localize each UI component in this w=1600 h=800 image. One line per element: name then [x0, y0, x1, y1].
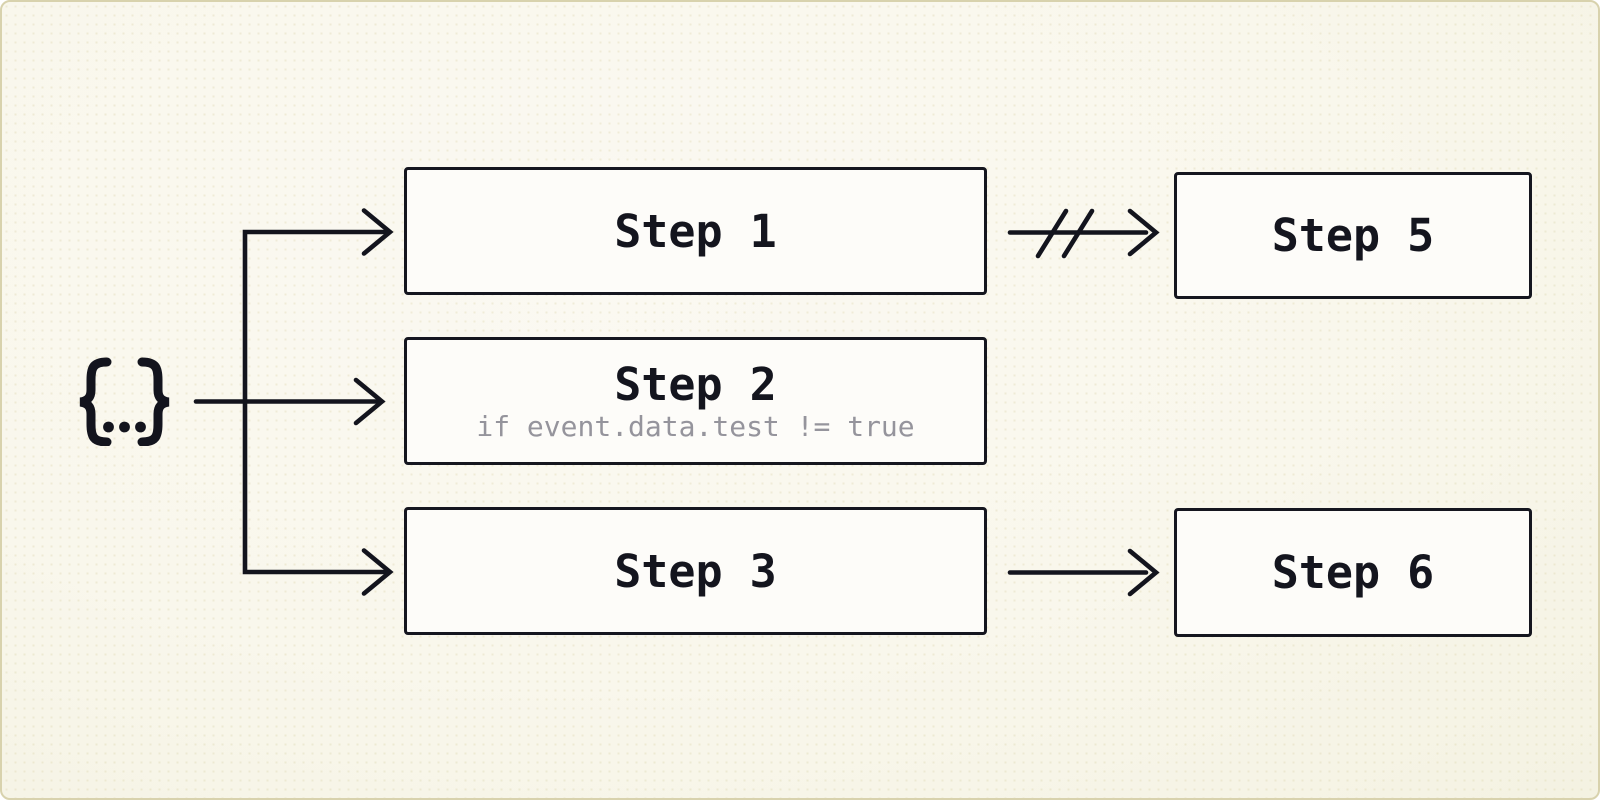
- node-step-5: Step 5: [1174, 172, 1532, 299]
- ellipsis-dot-icon: [119, 421, 130, 433]
- node-title: Step 6: [1271, 546, 1435, 599]
- arrowhead-step5-icon: [1127, 208, 1160, 257]
- connector-step3-step6: [1007, 548, 1160, 597]
- arrowhead-step6-icon: [1127, 548, 1160, 597]
- node-title: Step 1: [614, 204, 777, 258]
- break-slash-2-icon: [1061, 208, 1095, 259]
- node-step-3: Step 3: [404, 507, 987, 635]
- left-brace-icon: [79, 357, 112, 446]
- node-title: Step 2: [614, 357, 777, 411]
- ellipsis-dot-icon: [103, 421, 114, 433]
- ellipsis-dot-icon: [135, 421, 146, 433]
- node-step-2: Step 2 if event.data.test != true: [404, 337, 987, 465]
- source-object-icon: [79, 357, 170, 446]
- arrowhead-step3-icon: [361, 548, 394, 596]
- source-connector: [193, 377, 386, 426]
- break-slash-1-icon: [1035, 208, 1069, 259]
- arrowhead-step1-icon: [361, 208, 394, 256]
- node-title: Step 5: [1271, 209, 1435, 262]
- node-step-6: Step 6: [1174, 508, 1532, 637]
- node-condition-label: if event.data.test != true: [476, 409, 915, 443]
- node-title: Step 3: [614, 544, 777, 598]
- broken-connector-step1-step5: [1007, 208, 1160, 259]
- node-step-1: Step 1: [404, 167, 987, 295]
- arrowhead-step2-icon: [353, 377, 386, 426]
- right-brace-icon: [137, 357, 170, 446]
